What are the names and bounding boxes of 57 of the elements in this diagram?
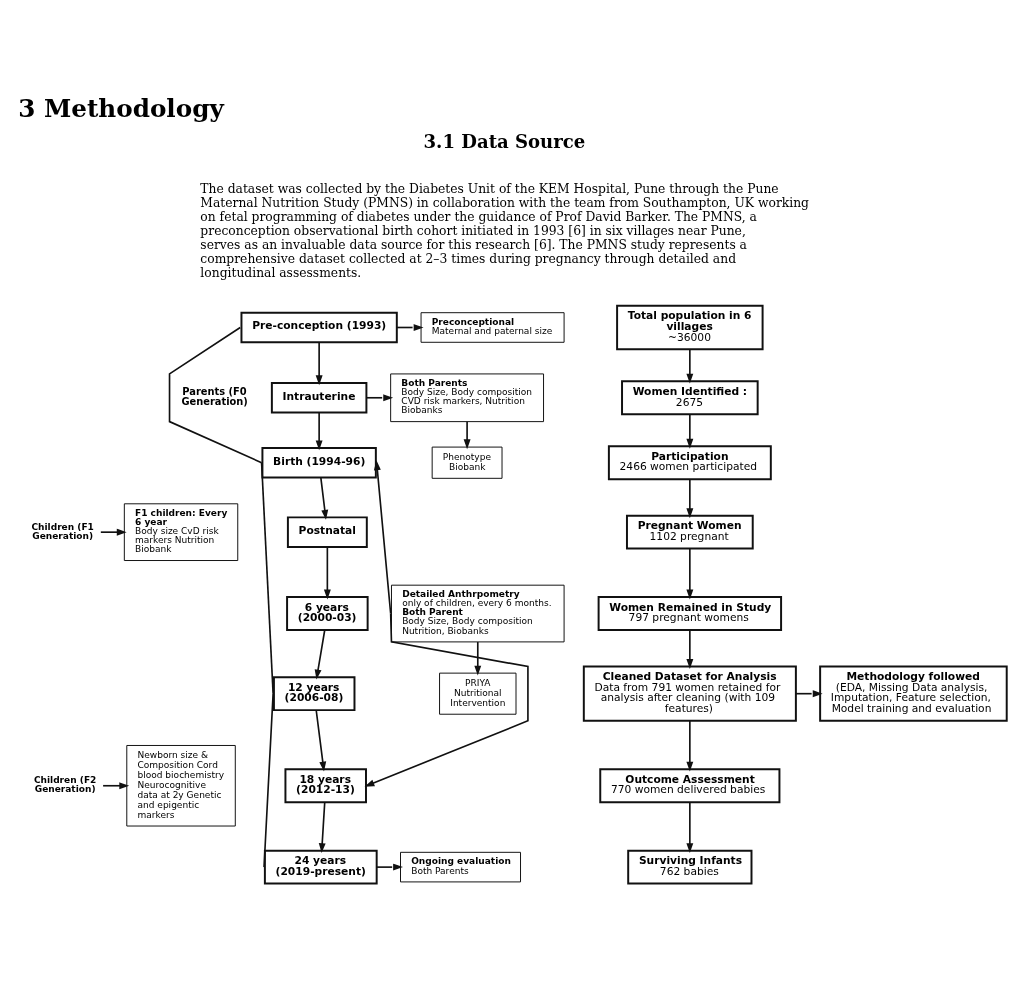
label: 3.1 Data Source xyxy=(423,130,586,152)
arrow xyxy=(686,720,694,772)
node-box: Cleaned Dataset for Analysis Data from 791 women retained for analysis after cleaning (with 109 features) xyxy=(582,665,797,722)
diagram-title: 3 Methodology xyxy=(18,94,224,124)
node-box: F1 children: Every 6 year Body size CvD risk markers Nutrition Biobank xyxy=(123,503,239,561)
node-text: Children (F2 Generation) xyxy=(33,775,97,795)
node-box: Postnatal xyxy=(286,516,368,548)
arrow xyxy=(365,394,394,402)
node-box: Women Remained in Study 797 pregnant womens xyxy=(597,596,783,631)
node-text: Children (F1 Generation) xyxy=(31,521,94,541)
connector xyxy=(260,461,274,695)
connector xyxy=(168,326,263,464)
arrow xyxy=(686,547,694,600)
node-box: Women Identified : 2675 xyxy=(621,380,759,416)
arrow xyxy=(373,460,392,615)
arrow xyxy=(463,421,471,450)
arrow xyxy=(320,476,329,520)
label: The dataset was collected by the Diabetes Unit of the KEM Hospital, Pune through the Pune Maternal Nutrition Study (PMNS) in collaboration with the team from Southampton, UK working on fetal programming of diabetes under the guidance of Prof David Barker. The PMNS, a preconception observational birth cohort initiated in 1993 [6] in six villages near Pune, serves as an invaluable data source for this research [6]. The PMNS study represents a comprehensive dataset collected at 2–3 times during pregnancy through detailed and longitudinal assessments. xyxy=(200,182,809,280)
arrow xyxy=(315,341,323,386)
node-box: Intrauterine xyxy=(270,382,368,414)
arrow xyxy=(686,478,694,519)
node-box: Ongoing evaluation Both Parents xyxy=(400,851,521,883)
arrow xyxy=(686,629,694,669)
node-box: Participation 2466 women participated xyxy=(607,445,772,481)
node-box: Methodology followed (EDA, Missing Data analysis, Imputation, Feature selection, Model training and evaluation xyxy=(819,665,1008,722)
arrow xyxy=(100,528,127,536)
arrow xyxy=(323,546,331,600)
arrow xyxy=(795,690,823,698)
node-box: 24 years (2019-present) xyxy=(263,849,378,885)
arrow xyxy=(375,863,403,871)
node-box: Detailed Anthrpometry only of children, every 6 months. Both Parent Body Size, Body composition Nutrition, Biobanks xyxy=(390,584,565,643)
connector xyxy=(263,692,274,868)
arrow xyxy=(315,709,327,772)
arrow xyxy=(686,348,694,384)
node-box: Total population in 6 villages ~36000 xyxy=(616,304,764,351)
node-box: 12 years (2006-08) xyxy=(272,676,356,712)
node-box: 6 years (2000-03) xyxy=(286,596,369,631)
node-box: Outcome Assessment 770 women delivered babies xyxy=(599,768,781,804)
arrow xyxy=(474,641,482,676)
arrow xyxy=(686,413,694,449)
node-box: Pre-conception (1993) xyxy=(240,311,398,344)
node-box: Both Parents Body Size, Body composition CVD risk markers, Nutrition Biobanks xyxy=(390,373,545,423)
arrow xyxy=(318,801,326,854)
arrow xyxy=(364,612,529,787)
arrow xyxy=(102,782,130,790)
node-box: 18 years (2012-13) xyxy=(284,768,367,804)
node-box: Birth (1994-96) xyxy=(261,446,377,479)
node-box: Surviving Infants 762 babies xyxy=(627,849,753,885)
node-box: PRIYA Nutritional Intervention xyxy=(439,672,517,715)
node-box: Preconceptional Maternal and paternal size xyxy=(420,312,565,343)
arrow xyxy=(314,629,326,680)
node-box: Pregnant Women 1102 pregnant xyxy=(626,514,754,550)
node-box: Newborn size & Composition Cord blood biochemistry Neurocognitive data at 2y Genetic and epigentic markers xyxy=(126,744,236,827)
arrow xyxy=(686,801,694,854)
label: Parents (F0 Generation) xyxy=(181,385,248,407)
arrow xyxy=(315,411,323,451)
node-box: Phenotype Biobank xyxy=(431,446,503,479)
